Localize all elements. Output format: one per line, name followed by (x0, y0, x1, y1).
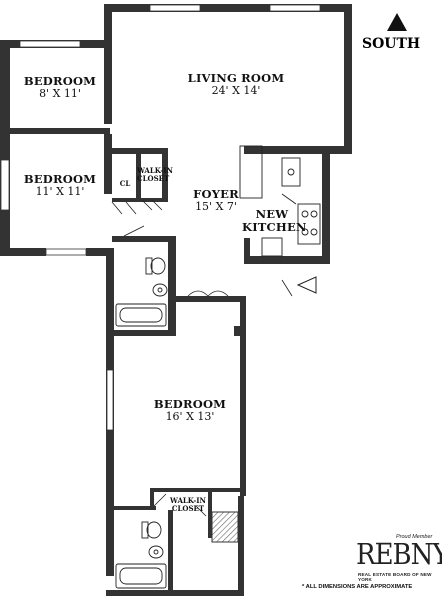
hatched-shaft (211, 511, 239, 543)
living-room-label: LIVING ROOM 24' X 14' (186, 71, 286, 98)
bedroom-1-window (19, 40, 81, 48)
kitchen-label: NEW KITCHEN (242, 207, 307, 235)
living-room-windows (149, 4, 321, 12)
bedroom-3-window (106, 369, 114, 431)
kitchen-name-line2: KITCHEN (242, 220, 307, 235)
kitchen-name-line1: NEW (255, 207, 289, 221)
compass-arrow-icon (387, 13, 407, 31)
foyer-label: FOYER 15' X 7' (186, 187, 246, 214)
walkin-closet-2-line1: WALK-IN (170, 496, 206, 505)
rebny-logo: REBNY (356, 538, 442, 572)
walkin-closet-2-doors (153, 493, 207, 517)
bedroom-3-dims: 16' X 13' (165, 410, 215, 424)
entry-arrow-icon (296, 276, 317, 294)
kitchen-walls (244, 154, 330, 264)
walkin-closet-1-line1: WALK-IN (137, 166, 173, 175)
bedroom-2-window-left (0, 159, 10, 211)
closet-label: CL (116, 180, 134, 188)
living-room-dims: 24' X 14' (211, 84, 261, 98)
closet-walls (112, 148, 168, 202)
foyer-doors (123, 225, 293, 297)
closet-text: CL (119, 179, 131, 188)
bedroom-2-label: BEDROOM 11' X 11' (20, 172, 100, 199)
foyer-name: FOYER (193, 187, 239, 201)
bedroom-2-dims: 11' X 11' (35, 185, 85, 199)
walkin-closet-1-line2: CLOSET (137, 173, 170, 183)
bedroom-2-name: BEDROOM (23, 172, 97, 186)
bathroom-1-walls (112, 236, 174, 336)
living-room-walls (104, 4, 352, 154)
bedroom-3-name: BEDROOM (153, 397, 227, 411)
living-room-name: LIVING ROOM (187, 71, 285, 85)
bathroom-1-fixtures (115, 257, 168, 327)
walkin-closet-2-label: WALK-IN CLOSET (168, 497, 208, 512)
closet-doors (111, 199, 163, 215)
bathroom-2-fixtures (115, 521, 167, 589)
bedroom-1-label: BEDROOM 8' X 11' (20, 74, 100, 101)
rebny-tagline: Proud Member (396, 534, 433, 540)
bedroom-1-name: BEDROOM (23, 74, 97, 88)
kitchen-fixtures (239, 145, 321, 257)
dimensions-note: * ALL DIMENSIONS ARE APPROXIMATE (302, 584, 413, 590)
bedroom-1-dims: 8' X 11' (39, 87, 81, 101)
bedroom-2-window-bottom (45, 248, 87, 256)
bedroom-3-label: BEDROOM 16' X 13' (140, 397, 240, 424)
foyer-dims: 15' X 7' (195, 200, 237, 214)
rebny-full-name: REAL ESTATE BOARD OF NEW YORK (358, 572, 432, 582)
walkin-closet-2-walls (112, 488, 244, 538)
bathroom-2-wall (168, 510, 173, 590)
bedroom-3-walls (106, 496, 244, 596)
walkin-closet-1-label: WALK-IN CLOSET (137, 166, 173, 183)
compass-label: SOUTH (362, 36, 421, 52)
walkin-closet-2-line2: CLOSET (171, 503, 205, 513)
